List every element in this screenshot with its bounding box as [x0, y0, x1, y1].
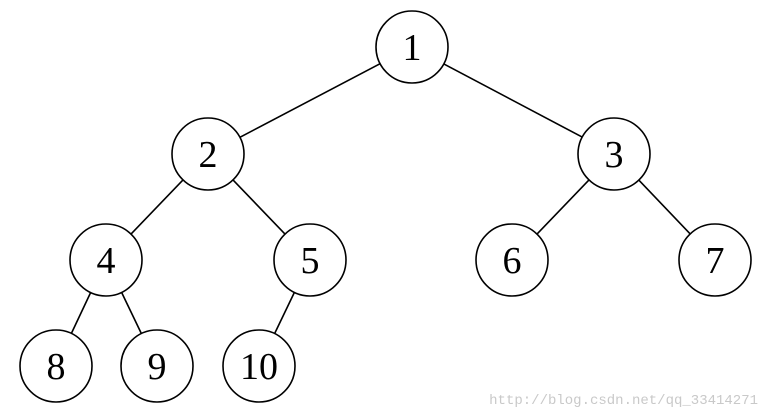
tree-edge-n1-n2 [239, 62, 381, 139]
tree-node-9: 9 [120, 329, 194, 403]
tree-node-label: 7 [706, 240, 725, 282]
tree-edge-n2-n5 [232, 179, 286, 235]
tree-edges [70, 62, 691, 334]
tree-node-circle [19, 329, 93, 403]
tree-edge-n4-n9 [120, 292, 143, 334]
tree-node-circle [222, 329, 296, 403]
tree-node-circle [678, 223, 752, 297]
tree-edge-n5-n10 [273, 292, 296, 334]
tree-node-circle [273, 223, 347, 297]
tree-edge-n3-n6 [536, 179, 590, 235]
tree-node-label: 8 [47, 346, 66, 388]
tree-node-2: 2 [171, 117, 245, 191]
tree-node-7: 7 [678, 223, 752, 297]
tree-nodes: 1 2 3 4 5 6 7 8 9 10 [19, 10, 752, 403]
tree-node-circle [120, 329, 194, 403]
tree-node-10: 10 [222, 329, 296, 403]
tree-node-label: 5 [301, 240, 320, 282]
tree-node-circle [475, 223, 549, 297]
tree-node-circle [69, 223, 143, 297]
tree-node-circle [577, 117, 651, 191]
tree-node-5: 5 [273, 223, 347, 297]
tree-node-circle [375, 10, 449, 84]
tree-node-4: 4 [69, 223, 143, 297]
tree-edge-n3-n7 [638, 179, 691, 235]
tree-node-label: 9 [148, 346, 167, 388]
tree-edge-n4-n8 [70, 292, 92, 334]
tree-node-3: 3 [577, 117, 651, 191]
tree-node-label: 2 [199, 134, 218, 176]
tree-node-8: 8 [19, 329, 93, 403]
tree-node-6: 6 [475, 223, 549, 297]
tree-node-label: 1 [403, 27, 422, 69]
tree-node-label: 10 [240, 346, 278, 388]
tree-node-label: 4 [97, 240, 116, 282]
tree-node-circle [171, 117, 245, 191]
tree-edge-n1-n3 [443, 63, 583, 138]
tree-node-label: 6 [503, 240, 522, 282]
watermark-text: http://blog.csdn.net/qq_33414271 [489, 393, 758, 409]
tree-node-label: 3 [605, 134, 624, 176]
tree-edge-n2-n4 [130, 179, 184, 235]
tree-node-1: 1 [375, 10, 449, 84]
